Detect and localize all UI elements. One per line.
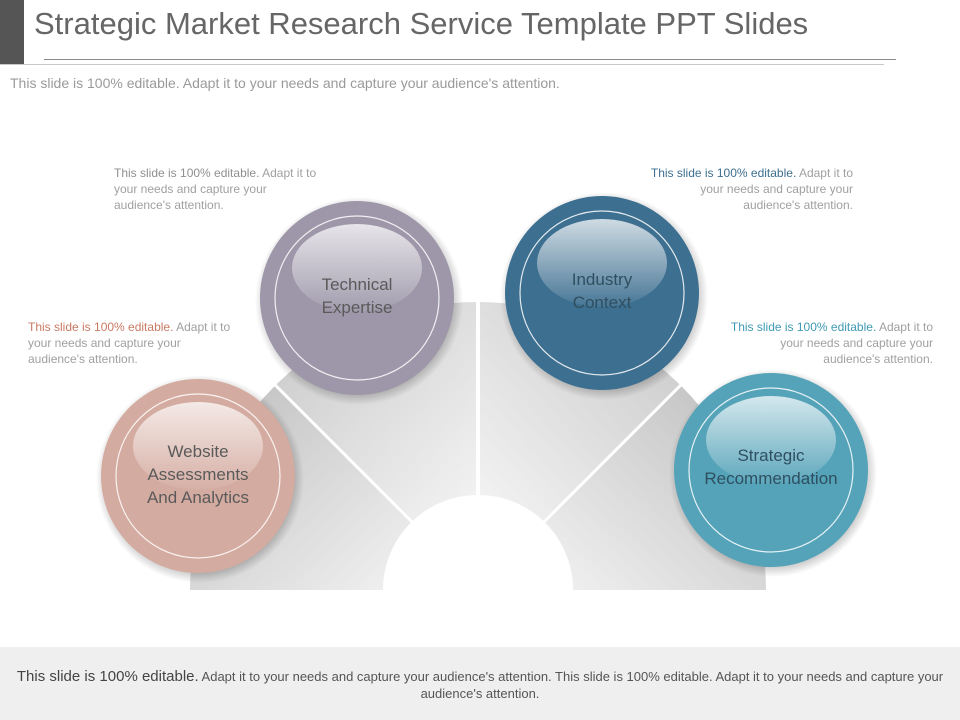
title-divider	[44, 59, 896, 60]
page-title: Strategic Market Research Service Templa…	[34, 6, 809, 41]
note-highlight: This slide is 100% editable.	[114, 166, 260, 180]
note-text: Adapt it to your needs and capture your …	[780, 320, 933, 366]
note-technical-expertise: This slide is 100% editable. Adapt it to…	[114, 165, 324, 213]
footer-rest: Adapt it to your needs and capture your …	[198, 669, 944, 701]
note-strategic-recommendation: This slide is 100% editable. Adapt it to…	[723, 319, 933, 367]
footer-band: This slide is 100% editable. Adapt it to…	[0, 647, 960, 720]
circle-technical-expertise	[255, 197, 463, 405]
title-accent-bar	[0, 0, 24, 64]
title-divider-secondary	[0, 64, 884, 65]
note-text: Adapt it to your needs and capture your …	[114, 166, 317, 212]
label-strategic-recommendation: Strategic Recommendation	[704, 446, 838, 488]
label-website-assessments: Website Assessments And Analytics	[146, 442, 250, 507]
circle-strategic-recommendation	[669, 369, 877, 577]
circle-industry-context	[500, 192, 708, 400]
label-technical-expertise: Technical Expertise	[321, 275, 393, 317]
note-text: Adapt it to your needs and capture your …	[700, 166, 853, 212]
note-industry-context: This slide is 100% editable. Adapt it to…	[643, 165, 853, 213]
label-industry-context: Industry Context	[571, 270, 633, 312]
note-highlight: This slide is 100% editable.	[650, 166, 797, 180]
footer-lead: This slide is 100% editable.	[16, 668, 199, 685]
note-highlight: This slide is 100% editable.	[730, 320, 877, 334]
note-highlight: This slide is 100% editable.	[28, 320, 174, 334]
note-text: Adapt it to your needs and capture your …	[28, 320, 231, 366]
circle-website-assessments	[96, 375, 304, 583]
page-subtitle: This slide is 100% editable. Adapt it to…	[10, 75, 560, 91]
footer-text: This slide is 100% editable. Adapt it to…	[12, 668, 948, 702]
note-website-assessments: This slide is 100% editable. Adapt it to…	[28, 319, 238, 367]
